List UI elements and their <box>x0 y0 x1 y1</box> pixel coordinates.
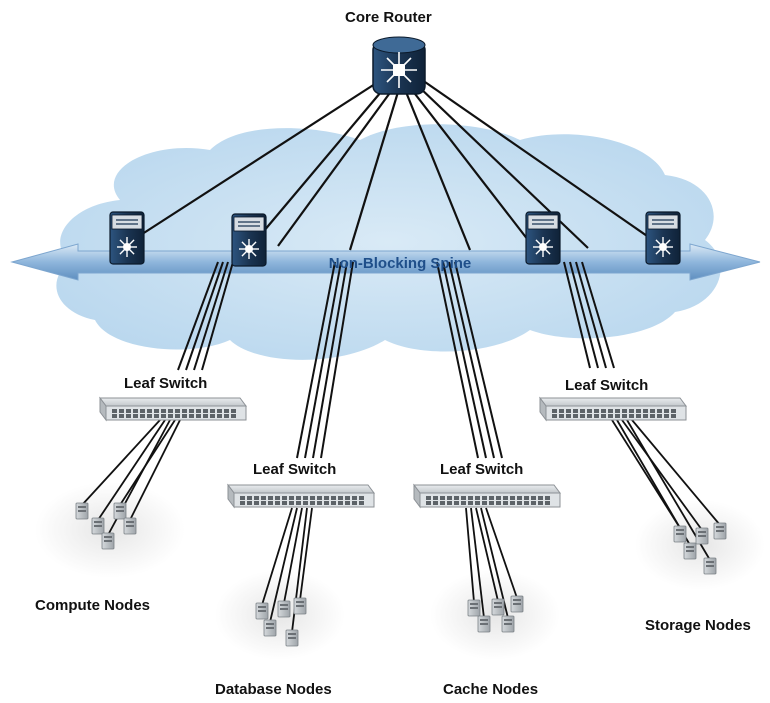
server-node-icon <box>101 532 115 550</box>
server-node-icon <box>113 502 127 520</box>
server-node-icon <box>467 599 481 617</box>
server-node-icon <box>491 598 505 616</box>
server-node-icon <box>695 527 709 545</box>
server-node-icon <box>263 619 277 637</box>
storage-nodes-label: Storage Nodes <box>645 617 751 634</box>
storage-shadow <box>635 500 765 590</box>
leaf-switch-label-cache: Leaf Switch <box>440 461 524 478</box>
leaf-switch-label-storage: Leaf Switch <box>565 377 649 394</box>
server-node-icon <box>255 602 269 620</box>
leaf-switch-icon <box>539 396 687 422</box>
server-node-icon <box>510 595 524 613</box>
leaf-switch-icon <box>227 483 375 509</box>
server-node-icon <box>123 517 137 535</box>
spine-switch-icon <box>645 211 681 265</box>
leaf-switch-icon <box>99 396 247 422</box>
server-node-icon <box>501 615 515 633</box>
spine-label: Non-Blocking Spine <box>329 255 472 272</box>
spine-switch-icon <box>109 211 145 265</box>
database-nodes-label: Database Nodes <box>215 681 332 698</box>
server-node-icon <box>477 615 491 633</box>
core-router-label: Core Router <box>345 9 432 26</box>
server-node-icon <box>285 629 299 647</box>
spine-cloud <box>56 124 721 360</box>
server-node-icon <box>683 542 697 560</box>
spine-switch-icon <box>231 213 267 267</box>
leaf-switch-label-database: Leaf Switch <box>253 461 337 478</box>
server-node-icon <box>293 597 307 615</box>
leaf-switch-icon <box>413 483 561 509</box>
spine-to-leaf-cables <box>177 261 615 459</box>
server-node-icon <box>91 517 105 535</box>
spine-switch-icon <box>525 211 561 265</box>
cache-nodes-label: Cache Nodes <box>443 681 539 698</box>
core-router-icon <box>372 36 426 95</box>
server-node-icon <box>713 522 727 540</box>
server-node-icon <box>673 525 687 543</box>
core-router-uplinks <box>135 81 651 251</box>
server-node-icon <box>703 557 717 575</box>
server-node-icon <box>75 502 89 520</box>
compute-nodes-label: Compute Nodes <box>35 597 151 614</box>
server-node-icon <box>277 600 291 618</box>
leaf-switch-label-compute: Leaf Switch <box>124 375 208 392</box>
